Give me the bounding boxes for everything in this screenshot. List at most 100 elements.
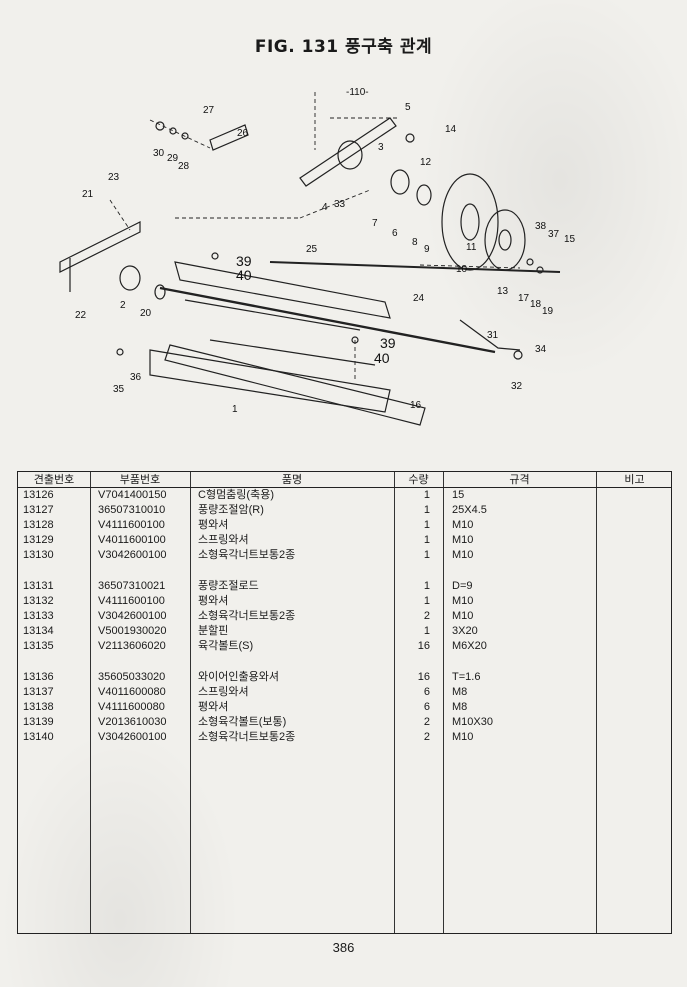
- cell-part-number: 36507310010: [98, 504, 166, 516]
- cell-specification: M10: [452, 731, 474, 743]
- page-number: 386: [332, 940, 355, 955]
- cell-specification: M10: [452, 519, 474, 531]
- callout-label: 23: [108, 172, 120, 183]
- cell-specification: T=1.6: [452, 671, 481, 683]
- cell-part-number: 36507310021: [98, 580, 166, 592]
- cell-part-name: 스프링와셔: [198, 534, 249, 546]
- cell-index-no: 13132: [23, 595, 54, 607]
- callout-label: 2: [120, 300, 126, 311]
- column-divider: [443, 472, 444, 933]
- table-row: 13139 V2013610030 소형육각볼트(보통) 2 M10X30: [18, 715, 671, 730]
- cell-part-name: 와이어인출용와셔: [198, 671, 279, 683]
- cell-part-number: V2113606020: [98, 640, 166, 652]
- header-part-name: 품명: [281, 473, 303, 486]
- header-index-no: 견출번호: [33, 473, 75, 486]
- table-row: 13128 V4111600100 평와셔 1 M10: [18, 518, 671, 533]
- cell-part-number: V2013610030: [98, 716, 167, 728]
- callout-label: 29: [167, 153, 179, 164]
- cell-index-no: 13127: [23, 504, 54, 516]
- callout-label: 10: [456, 264, 468, 275]
- callout-label: 5: [405, 102, 411, 113]
- callout-label: 12: [420, 157, 432, 168]
- cell-part-number: V4111600080: [98, 701, 165, 713]
- cell-index-no: 13137: [23, 686, 54, 698]
- callout-label: -110-: [346, 87, 369, 98]
- callout-label: 26: [237, 128, 249, 139]
- table-row: 13138 V4111600080 평와셔 6 M8: [18, 700, 671, 715]
- callout-label: 31: [487, 330, 499, 341]
- exploded-parts-diagram: 1 2 3 4 5 6 7 8 9 10 11 12 13 14 15 16 1…: [59, 87, 576, 426]
- cell-part-number: V3042600100: [98, 549, 167, 561]
- cell-part-name: 평와셔: [198, 701, 229, 713]
- callout-label: 30: [153, 148, 165, 159]
- cell-quantity: 1: [423, 489, 430, 501]
- cell-quantity: 1: [423, 519, 430, 531]
- cell-part-name: 육각볼트(S): [198, 640, 254, 652]
- cell-specification: 3X20: [452, 625, 478, 637]
- table-header: 견출번호 부품번호 품명 수량 규격 비고: [18, 472, 671, 488]
- table-row: 13131 36507310021 풍량조절로드 1 D=9: [18, 579, 671, 594]
- callout-label: 14: [445, 124, 457, 135]
- parts-table: 견출번호 부품번호 품명 수량 규격 비고 13126 V7041400150 …: [17, 471, 672, 934]
- callout-label: 9: [424, 244, 430, 255]
- callout-label: 28: [178, 161, 190, 172]
- cell-index-no: 13129: [23, 534, 54, 546]
- callout-label: 33: [334, 199, 346, 210]
- cell-part-name: 풍량조절로드: [198, 580, 259, 592]
- callout-label: 20: [140, 308, 152, 319]
- cell-part-number: V4111600100: [98, 595, 165, 607]
- callout-label: 16: [410, 400, 422, 411]
- callout-label: 4: [322, 202, 328, 213]
- cell-part-number: V4011600100: [98, 534, 166, 546]
- cell-specification: M10: [452, 595, 474, 607]
- cell-part-name: 평와셔: [198, 595, 229, 607]
- column-divider: [596, 472, 597, 933]
- cell-quantity: 1: [423, 549, 430, 561]
- cell-index-no: 13138: [23, 701, 54, 713]
- cell-quantity: 2: [423, 610, 430, 622]
- callout-label: 19: [542, 306, 554, 317]
- callout-label: 1: [232, 404, 238, 415]
- callout-label: 18: [530, 299, 542, 310]
- table-row: 13126 V7041400150 C형멈춤링(축용) 1 15: [18, 488, 671, 503]
- callout-label: 39: [236, 253, 252, 269]
- callout-label: 39: [380, 335, 396, 351]
- callout-label: 17: [518, 293, 530, 304]
- table-row: 13132 V4111600100 평와셔 1 M10: [18, 594, 671, 609]
- column-divider: [90, 472, 91, 933]
- cell-specification: M10X30: [452, 716, 493, 728]
- cell-part-name: 풍량조절암(R): [198, 504, 264, 516]
- cell-part-name: C형멈춤링(축용): [198, 489, 274, 501]
- cell-part-number: V7041400150: [98, 489, 167, 501]
- cell-quantity: 1: [423, 534, 430, 546]
- header-specification: 규격: [509, 473, 530, 486]
- column-divider: [394, 472, 395, 933]
- cell-specification: M6X20: [452, 640, 487, 652]
- callout-label: 38: [535, 221, 547, 232]
- cell-specification: 15: [452, 489, 465, 501]
- cell-index-no: 13130: [23, 549, 54, 561]
- column-divider: [190, 472, 191, 933]
- cell-specification: M10: [452, 534, 474, 546]
- cell-part-number: V3042600100: [98, 610, 167, 622]
- cell-quantity: 1: [423, 580, 430, 592]
- cell-quantity: 2: [423, 731, 430, 743]
- table-row: 13140 V3042600100 소형육각너트보통2종 2 M10: [18, 730, 671, 745]
- cell-quantity: 1: [423, 625, 430, 637]
- cell-index-no: 13134: [23, 625, 54, 637]
- cell-quantity: 2: [423, 716, 430, 728]
- cell-part-name: 분할핀: [198, 625, 229, 637]
- cell-part-number: 35605033020: [98, 671, 166, 683]
- table-row: 13135 V2113606020 육각볼트(S) 16 M6X20: [18, 639, 671, 654]
- callout-label: 32: [511, 381, 523, 392]
- cell-part-name: 스프링와셔: [198, 686, 249, 698]
- callout-label: 22: [75, 310, 87, 321]
- cell-specification: M8: [452, 701, 468, 713]
- table-row: 13133 V3042600100 소형육각너트보통2종 2 M10: [18, 609, 671, 624]
- cell-specification: M10: [452, 549, 474, 561]
- callout-label: 34: [535, 344, 547, 355]
- cell-part-number: V4111600100: [98, 519, 165, 531]
- cell-index-no: 13133: [23, 610, 54, 622]
- callout-label: 15: [564, 234, 576, 245]
- cell-index-no: 13136: [23, 671, 54, 683]
